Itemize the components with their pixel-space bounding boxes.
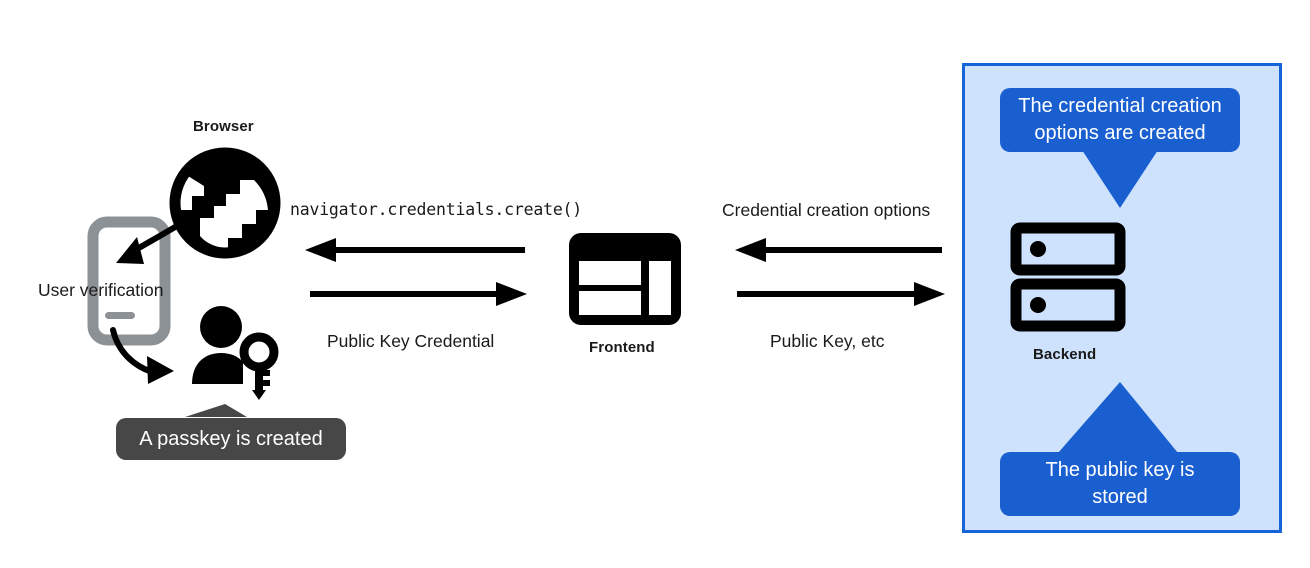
public-key-etc-label: Public Key, etc	[770, 331, 885, 351]
frontend-label: Frontend	[589, 339, 655, 356]
arrow-backend-to-frontend	[735, 238, 942, 262]
credential-options-created-line1: The credential creation	[1018, 95, 1222, 117]
dashboard-layout-icon	[569, 233, 681, 325]
arrow-phone-to-person	[110, 327, 174, 384]
passkey-created-tooltip-text: A passkey is created	[139, 427, 323, 450]
arrow-frontend-to-browser	[305, 238, 525, 262]
public-key-stored-line1: The public key is	[1045, 459, 1195, 481]
navigator-credentials-create-label: navigator.credentials.create()	[290, 200, 583, 219]
passkey-tooltip-tail	[185, 404, 247, 417]
user-verification-label: User verification	[38, 280, 164, 300]
arrow-browser-to-frontend	[310, 282, 527, 306]
public-key-credential-label: Public Key Credential	[327, 331, 495, 351]
globe-icon	[169, 147, 281, 259]
passkey-created-tooltip: A passkey is created	[116, 418, 346, 460]
backend-label: Backend	[1033, 346, 1097, 363]
credential-creation-options-label: Credential creation options	[722, 200, 931, 220]
browser-label: Browser	[193, 118, 254, 135]
credential-options-created-line2: options are created	[1034, 122, 1206, 144]
public-key-stored-tooltip: The public key is stored	[1000, 452, 1240, 516]
credential-options-created-tooltip: The credential creation options are crea…	[1000, 88, 1240, 152]
arrow-browser-to-phone	[116, 211, 199, 264]
public-key-stored-line2: stored	[1092, 486, 1148, 508]
arrow-frontend-to-backend	[737, 282, 945, 306]
person-with-key-icon	[192, 306, 279, 400]
